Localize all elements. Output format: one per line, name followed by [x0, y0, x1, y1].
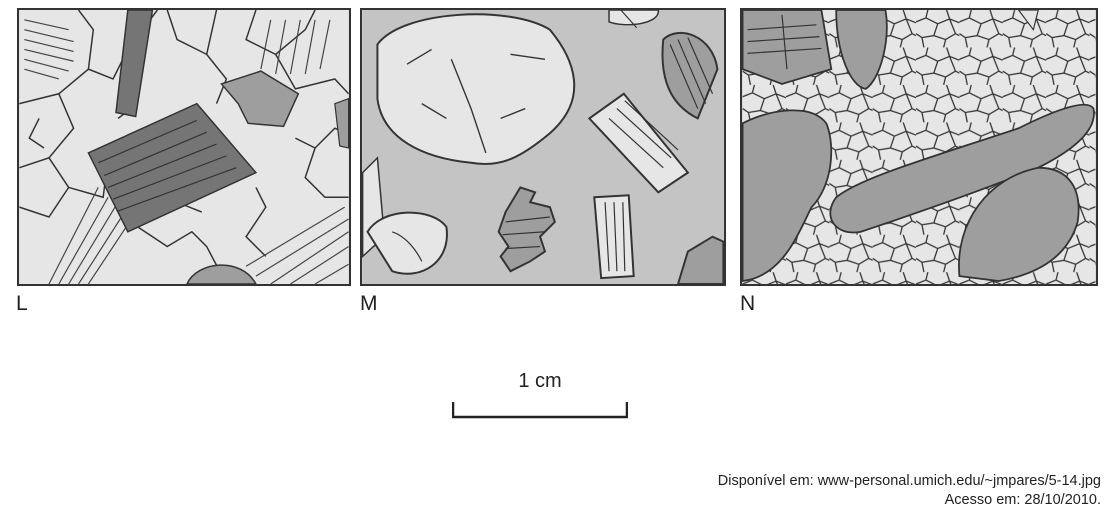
source-citation: Disponível em: www-personal.umich.edu/~j… — [718, 472, 1101, 510]
source-access-date: Acesso em: 28/10/2010. — [944, 492, 1101, 508]
panel-m-texture — [360, 8, 726, 286]
panel-l-drawing — [19, 10, 349, 284]
panel-label-n: N — [740, 292, 756, 315]
source-url-line: Disponível em: www-personal.umich.edu/~j… — [717, 473, 1101, 489]
panel-n-texture — [740, 8, 1098, 286]
panel-l-texture — [17, 8, 351, 286]
panel-label-m: M — [360, 292, 378, 315]
panel-label-l: L — [16, 292, 28, 315]
scale-bar-label: 1 cm — [518, 370, 562, 392]
scale-bar-line — [452, 402, 628, 419]
scale-bar: 1 cm — [452, 370, 628, 420]
panel-n-drawing — [742, 10, 1096, 284]
panel-m-drawing — [362, 10, 724, 284]
